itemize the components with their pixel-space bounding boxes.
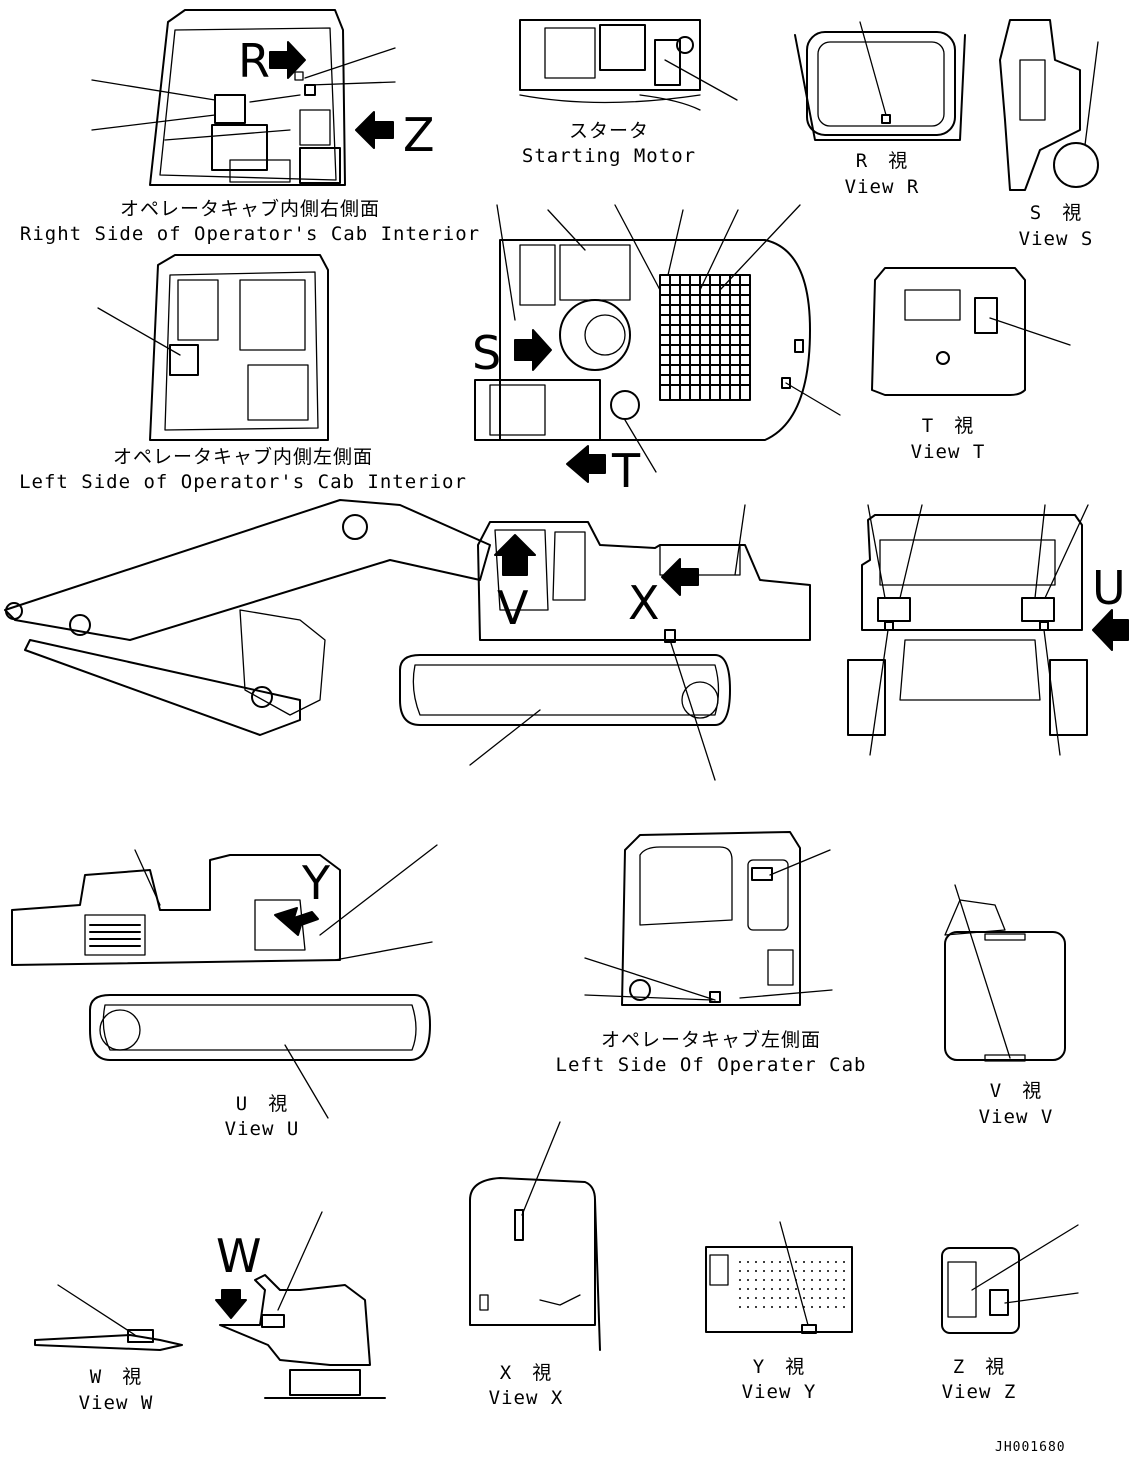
- left-cab-caption-en: Left Side of Operator's Cab Interior: [19, 471, 467, 493]
- left-cab-exterior-drawing: [584, 831, 833, 1006]
- starter-caption-jp: スタータ: [568, 120, 650, 142]
- view-v-caption-jp: V 視: [989, 1080, 1043, 1102]
- top-view-drawing: [474, 204, 841, 483]
- right-cab-caption-en: Right Side of Operator's Cab Interior: [19, 223, 481, 245]
- view-v-drawing: [944, 884, 1066, 1062]
- view-y-drawing: [705, 1221, 853, 1334]
- view-x-caption-jp: X 視: [499, 1362, 553, 1384]
- view-r-drawing: [794, 21, 966, 141]
- right-cab-caption-jp: オペレータキャブ内側右側面: [119, 198, 381, 220]
- view-x-caption-en: View X: [488, 1387, 564, 1409]
- starting-motor-drawing: [519, 19, 738, 111]
- view-x-drawing: [469, 1121, 601, 1351]
- view-u-machine-drawing: [11, 844, 438, 1119]
- view-s-caption-en: View S: [1018, 228, 1094, 250]
- view-u-caption-jp: U 視: [235, 1093, 289, 1115]
- view-t-drawing: [871, 267, 1071, 396]
- drawing-code: JH001680: [995, 1440, 1066, 1455]
- view-v-caption-en: View V: [978, 1106, 1054, 1128]
- view-w-caption-jp: W 視: [89, 1366, 143, 1388]
- view-letter-t: T: [612, 444, 641, 498]
- view-r-caption-en: View R: [844, 176, 920, 198]
- view-letter-v: V: [497, 581, 529, 635]
- view-t-caption-jp: T 視: [921, 415, 975, 437]
- view-z-drawing: [941, 1224, 1079, 1334]
- left-cab-caption-jp: オペレータキャブ内側左側面: [112, 446, 374, 468]
- view-z-caption-jp: Z 視: [952, 1356, 1006, 1378]
- view-letter-y: Y: [302, 856, 331, 910]
- left-cab-interior-drawing: [97, 254, 329, 441]
- excavator-side-view-drawing: [4, 499, 811, 781]
- view-w-drawing: [34, 1211, 386, 1399]
- view-y-caption-jp: Y 視: [752, 1356, 806, 1378]
- view-r-caption-jp: R 視: [855, 150, 909, 172]
- left-cab-outer-caption-jp: オペレータキャブ左側面: [600, 1029, 822, 1051]
- view-z-caption-en: View Z: [941, 1381, 1017, 1403]
- starter-caption-en: Starting Motor: [521, 145, 697, 167]
- view-t-caption-en: View T: [910, 441, 986, 463]
- view-u-caption-en: View U: [224, 1118, 300, 1140]
- rear-view-drawing: [847, 504, 1129, 756]
- view-letter-r: R: [238, 34, 270, 88]
- view-y-caption-en: View Y: [741, 1381, 817, 1403]
- view-letter-z: Z: [403, 108, 435, 162]
- view-s-caption-jp: S 視: [1029, 202, 1083, 224]
- view-letter-x: X: [628, 576, 660, 630]
- view-letter-w: W: [216, 1229, 262, 1283]
- view-letter-u: U: [1092, 561, 1126, 615]
- left-cab-outer-caption-en: Left Side Of Operater Cab: [555, 1054, 867, 1076]
- view-letter-s: S: [472, 326, 502, 380]
- view-s-drawing: [999, 19, 1099, 191]
- view-w-caption-en: View W: [78, 1392, 154, 1414]
- right-cab-interior-drawing: [91, 9, 396, 186]
